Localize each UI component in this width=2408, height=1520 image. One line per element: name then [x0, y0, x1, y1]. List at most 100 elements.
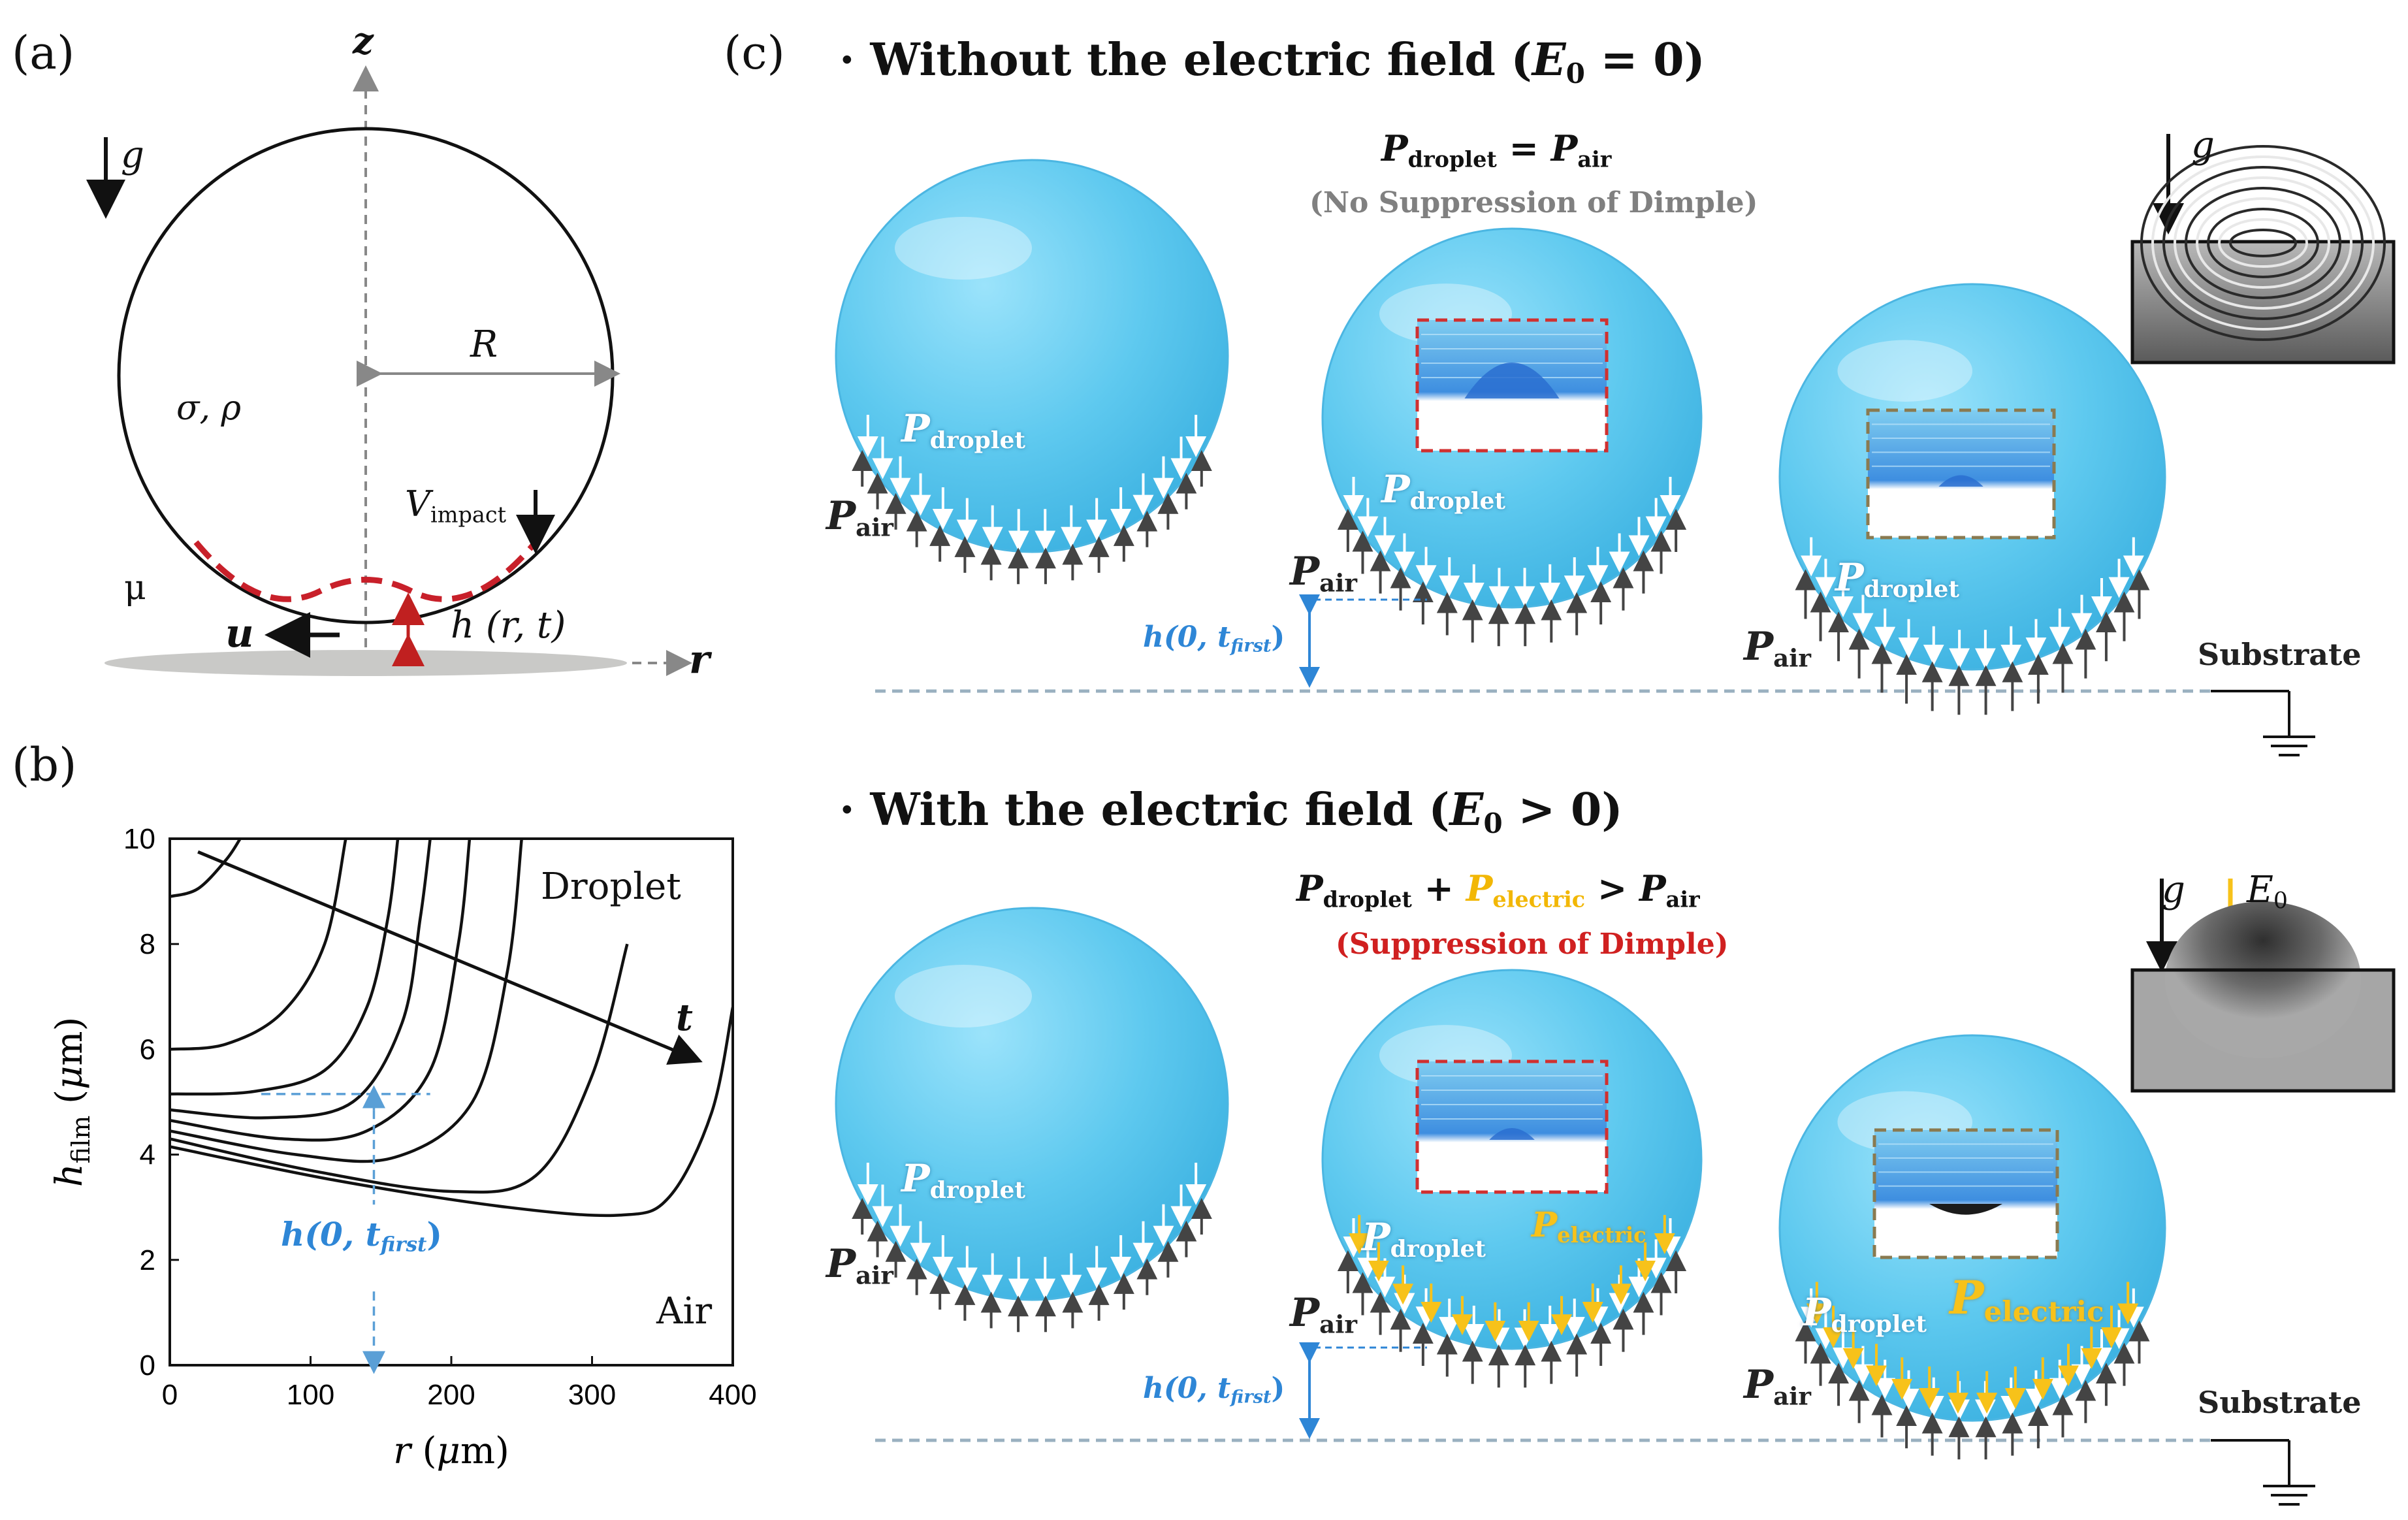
dimple-bump: [1464, 363, 1560, 398]
bottom-p-electric-3: Pelectric: [1950, 1270, 2104, 1329]
droplet-highlight: [1837, 340, 1972, 402]
film-profile-line: [170, 943, 629, 1194]
droplet-highlight: [895, 217, 1032, 280]
droplet-highlight: [895, 965, 1032, 1027]
y-tick-label: 10: [123, 823, 155, 855]
bottom-inset-2-fill: [1417, 1061, 1607, 1192]
top-interference-photo: [2130, 240, 2396, 364]
film-profile-line: [170, 839, 523, 1163]
bottom-inset-2: [1415, 1059, 1609, 1194]
bottom-p-electric-2: Pelectric: [1532, 1205, 1646, 1248]
bottom-p-air-3: Pair: [1744, 1362, 1811, 1411]
film-profile-line: [170, 839, 432, 1120]
impact-velocity-label: Vimpact: [405, 483, 507, 528]
x-tick-label: 300: [568, 1379, 616, 1411]
panel-label-c: (c): [724, 26, 785, 80]
bottom-gravity-label: g: [2162, 869, 2185, 911]
deformed-interface: [193, 540, 538, 602]
top-p-air-2: Pair: [1290, 549, 1357, 598]
x-tick-label: 0: [162, 1379, 178, 1411]
top-gravity-label: g: [2191, 124, 2215, 167]
interference-ring: [2218, 218, 2308, 268]
interference-ring: [2140, 145, 2386, 341]
bottom-inset-3: [1872, 1128, 2059, 1259]
top-inset-2: [1415, 318, 1609, 453]
bottom-title: · With the electric field (E0 > 0): [839, 784, 1623, 839]
x-tick-label: 100: [287, 1379, 334, 1411]
cone-tip: [1929, 1204, 2002, 1215]
z-label: z: [353, 20, 374, 63]
mu-label: μ: [124, 568, 146, 607]
bottom-p-air-1: Pair: [826, 1241, 893, 1290]
top-p-air-1: Pair: [826, 493, 893, 542]
dimple-bump: [1489, 1128, 1535, 1140]
film-profile-line: [170, 839, 347, 1051]
top-p-air-3: Pair: [1744, 624, 1811, 673]
top-inset-3-fill: [1868, 410, 2054, 538]
top-p-droplet-2: Pdroplet: [1381, 467, 1505, 515]
bottom-status: (Suppression of Dimple): [1336, 928, 1729, 961]
bottom-p-droplet-3: Pdroplet: [1803, 1290, 1927, 1338]
panel-label-a: (a): [12, 26, 75, 80]
y-axis-label: hfilm (μm): [48, 1017, 95, 1188]
y-tick-label: 8: [140, 928, 155, 960]
y-tick-label: 4: [140, 1139, 155, 1171]
x-tick-label: 200: [427, 1379, 475, 1411]
interference-ring: [2185, 187, 2341, 299]
dark-spot: [2165, 901, 2361, 1058]
gap-label: h (r, t): [451, 604, 566, 647]
x-axis-label: r (μm): [393, 1430, 509, 1472]
x-tick-label: 400: [709, 1379, 756, 1411]
bottom-droplet-1: [835, 907, 1229, 1301]
radius-label: R: [470, 323, 498, 366]
time-arrow: [197, 850, 703, 1065]
bottom-p-droplet-1: Pdroplet: [901, 1156, 1025, 1205]
bottom-inset-3-fill: [1874, 1130, 2057, 1257]
top-status: (No Suppression of Dimple): [1309, 186, 1758, 219]
series-group: [170, 839, 733, 1218]
dimple-bump: [1938, 475, 1983, 487]
top-p-droplet-3: Pdroplet: [1835, 555, 1959, 604]
bottom-photo-frame: [2130, 968, 2396, 1093]
interference-ring: [2162, 166, 2364, 320]
air-region-label: Air: [656, 1290, 713, 1333]
plot-frame: [169, 837, 734, 1366]
top-h-first-label: h(0, tfirst): [1143, 621, 1285, 656]
panel-c-scene: [835, 134, 2396, 1506]
y-tick-label: 6: [140, 1033, 155, 1065]
top-substrate-label: Substrate: [2198, 637, 2362, 672]
top-inset-3: [1866, 408, 2056, 540]
r-label: r: [689, 637, 710, 683]
bottom-substrate-label: Substrate: [2198, 1385, 2362, 1420]
droplet-region-label: Droplet: [541, 865, 681, 908]
panel-a-diagram: [86, 65, 692, 676]
film-profile-line: [170, 839, 472, 1142]
top-equation: Pdroplet = Pair: [1381, 127, 1612, 172]
substrate-plate: [104, 650, 627, 676]
bottom-equation: Pdroplet + Pelectric > Pair: [1296, 867, 1700, 913]
interference-ring: [2229, 229, 2297, 257]
gravity-label: g: [121, 134, 144, 176]
interference-ring: [2151, 155, 2375, 331]
y-tick-label: 2: [140, 1244, 155, 1276]
interference-ring: [2174, 176, 2352, 310]
top-droplet-1: [835, 159, 1229, 553]
bottom-p-air-2: Pair: [1290, 1290, 1357, 1339]
panel-b-chart: 0 100 200 300 400 0 2 4 6 8 10 r (μm) hfilm (μm): [48, 823, 757, 1472]
film-profile-line: [170, 1007, 733, 1218]
film-profile-line: [170, 839, 242, 898]
bottom-h-first-label: h(0, tfirst): [1143, 1372, 1285, 1408]
top-title: · Without the electric field (E0 = 0): [839, 34, 1705, 89]
u-label: u: [225, 611, 254, 656]
time-arrow-label: t: [676, 996, 693, 1039]
sigma-rho-label: σ, ρ: [176, 389, 242, 428]
interference-ring: [2196, 197, 2330, 289]
top-p-droplet-1: Pdroplet: [901, 406, 1025, 455]
e0-label: E0: [2247, 869, 2288, 914]
h-first-label: h(0, tfirst): [281, 1215, 443, 1257]
bottom-p-droplet-2: Pdroplet: [1362, 1215, 1486, 1263]
film-profile-line: [170, 839, 400, 1096]
panel-label-b: (b): [12, 738, 77, 792]
y-tick-label: 0: [140, 1350, 155, 1382]
interference-ring: [2207, 208, 2319, 278]
